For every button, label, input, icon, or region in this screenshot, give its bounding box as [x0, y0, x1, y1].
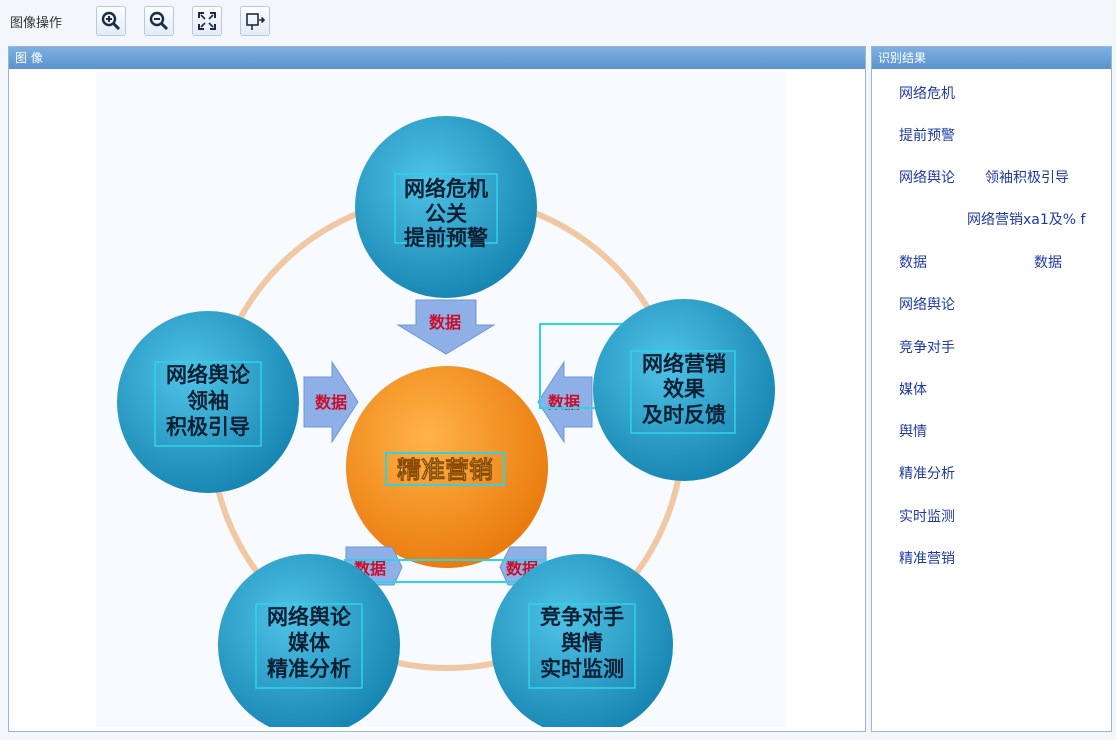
node-top-line3: 提前预警 [404, 226, 488, 250]
arrow-right-label: 数据 [548, 393, 580, 412]
node-right-line2: 效果 [663, 377, 705, 401]
arrow-left-label: 数据 [315, 393, 347, 412]
node-left-line3: 积极引导 [166, 415, 250, 439]
node-top-line2: 公关 [425, 202, 467, 226]
node-left-line2: 领袖 [187, 389, 229, 413]
image-panel-title: 图 像 [9, 47, 865, 69]
arrow-left: 数据 [303, 360, 359, 444]
toolbar: 图像操作 [0, 0, 1116, 44]
export-icon [246, 13, 266, 30]
arrow-top: 数据 [396, 299, 496, 355]
result-item[interactable]: 网络营销xa1及% f [967, 212, 1086, 228]
fit-screen-icon [198, 12, 216, 30]
result-item[interactable]: 提前预警 [899, 128, 955, 144]
result-item[interactable]: 网络舆论 [899, 297, 955, 313]
center-circle [346, 366, 548, 568]
node-top-line1: 网络危机 [404, 177, 488, 201]
results-panel: 识别结果 网络危机 提前预警 网络舆论 领袖积极引导 网络营销xa1及% f 数… [871, 46, 1112, 732]
node-bottom-right-line2: 舆情 [561, 631, 603, 655]
image-canvas: 精准营销 数据 数据 数据 数据 数据 [96, 72, 786, 727]
result-item[interactable]: 媒体 [899, 382, 927, 398]
toolbar-title: 图像操作 [10, 16, 63, 31]
zoom-out-icon [149, 11, 169, 31]
result-item[interactable]: 精准分析 [899, 466, 955, 482]
export-button[interactable] [240, 6, 270, 36]
result-item[interactable]: 精准营销 [899, 551, 955, 567]
node-right-line3: 及时反馈 [642, 403, 726, 427]
node-bottom-left-line2: 媒体 [288, 631, 331, 655]
arrow-right: 数据 [537, 360, 593, 444]
node-bottom-left-line1: 网络舆论 [267, 605, 352, 629]
node-top: 网络危机 公关 提前预警 [355, 116, 537, 298]
zoom-in-icon [101, 11, 121, 31]
image-panel: 图 像 精准营销 数据 [8, 46, 866, 732]
result-item[interactable]: 数据 [899, 255, 927, 271]
node-bottom-right-line1: 竞争对手 [540, 605, 624, 629]
result-item[interactable]: 数据 [1034, 255, 1062, 271]
node-bottom-right: 竞争对手 舆情 实时监测 [491, 554, 673, 727]
node-left-line1: 网络舆论 [166, 363, 251, 387]
result-item[interactable]: 领袖积极引导 [985, 170, 1069, 186]
result-item[interactable]: 实时监测 [899, 509, 955, 525]
node-left: 网络舆论 领袖 积极引导 [117, 311, 299, 493]
center-label: 精准营销 [397, 456, 493, 484]
result-item[interactable]: 网络危机 [899, 86, 955, 102]
result-item[interactable]: 网络舆论 [899, 170, 955, 186]
arrow-top-label: 数据 [429, 313, 461, 332]
node-right-line1: 网络营销 [642, 352, 726, 376]
results-panel-title: 识别结果 [872, 47, 1111, 69]
zoom-in-button[interactable] [96, 6, 126, 36]
zoom-out-button[interactable] [144, 6, 174, 36]
fit-screen-button[interactable] [192, 6, 222, 36]
node-bottom-left: 网络舆论 媒体 精准分析 [218, 554, 400, 727]
node-bottom-right-line3: 实时监测 [540, 657, 624, 681]
node-right: 网络营销 效果 及时反馈 [593, 299, 775, 481]
node-bottom-left-line3: 精准分析 [267, 657, 351, 681]
marketing-diagram: 精准营销 数据 数据 数据 数据 数据 [117, 116, 775, 727]
result-item[interactable]: 竞争对手 [899, 340, 955, 356]
center-label-box [385, 452, 505, 486]
result-item[interactable]: 舆情 [899, 424, 927, 440]
